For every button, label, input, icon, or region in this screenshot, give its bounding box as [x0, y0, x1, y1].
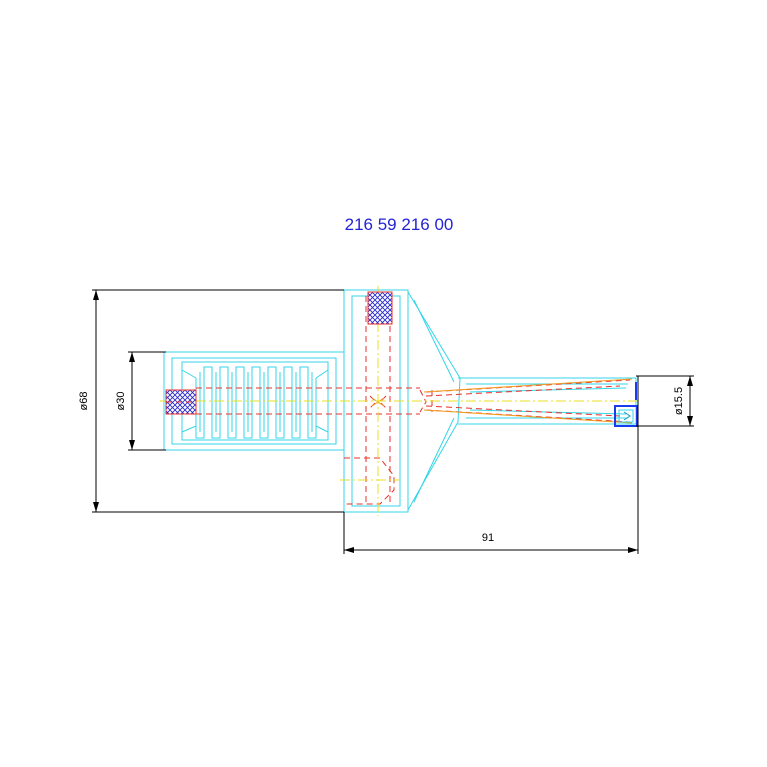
tip-end-detail	[614, 382, 638, 427]
dimension-overall-length: 91	[343, 376, 639, 554]
part-number-title: 216 59 216 00	[345, 215, 454, 234]
dimension-inner-diameter: ø30	[115, 351, 166, 451]
outer-diameter-label: ø68	[78, 392, 90, 411]
hatched-section-top	[367, 291, 393, 325]
tip-diameter-label: ø15.5	[673, 387, 685, 415]
overall-length-label: 91	[482, 532, 494, 544]
dimension-tip-diameter: ø15.5	[636, 375, 694, 427]
dimension-outer-diameter: ø68	[78, 289, 344, 513]
hidden-lines	[196, 296, 631, 505]
inner-diameter-label: ø30	[115, 392, 127, 411]
